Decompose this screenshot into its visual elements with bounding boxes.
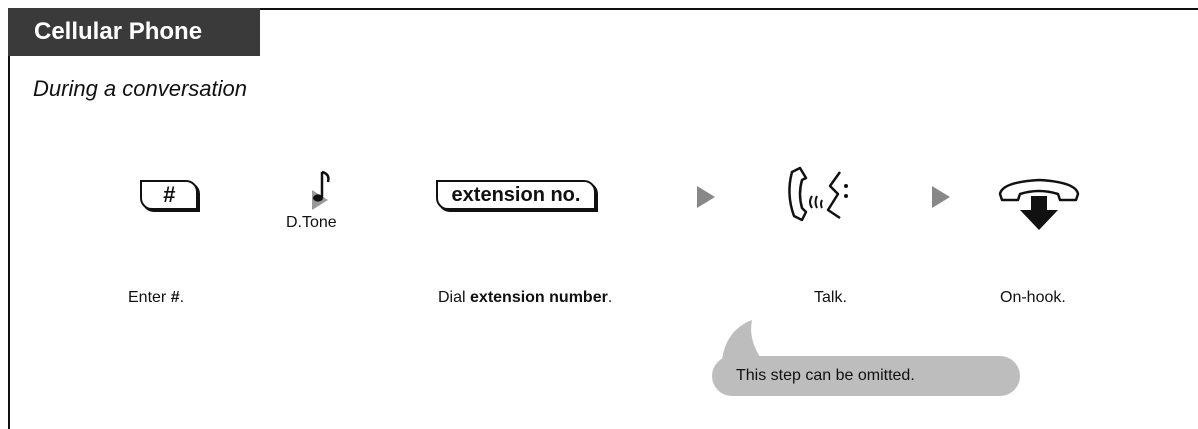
enter-bold: # [170,289,180,306]
hash-key: # [140,180,198,210]
enter-prefix: Enter [128,289,171,306]
enter-hash-text: Enter #. [128,289,184,307]
talk-handset-icon [788,166,848,222]
section-title: Cellular Phone [8,8,260,56]
section-subtitle: During a conversation [33,76,248,101]
onhook-text: On-hook. [1000,289,1066,306]
music-note-icon [312,170,330,210]
dial-suffix: . [607,289,613,306]
dial-prefix: Dial [438,289,471,306]
onhook-handset-icon [998,178,1080,230]
hash-key-label: # [162,182,176,207]
omit-step-callout: This step can be omitted. [712,356,1020,396]
dial-bold: extension number [470,289,608,306]
dtone-label: D.Tone [286,214,337,231]
talk-text: Talk. [814,289,847,306]
extension-key-label: extension no. [451,183,581,206]
callout-tail [722,320,762,360]
play-arrow-icon [932,186,950,208]
play-arrow-icon [697,186,715,208]
dial-extension-text: Dial extension number. [438,289,612,307]
diagram-frame [8,8,1198,429]
enter-suffix: . [179,289,185,306]
extension-number-key: extension no. [436,180,596,210]
